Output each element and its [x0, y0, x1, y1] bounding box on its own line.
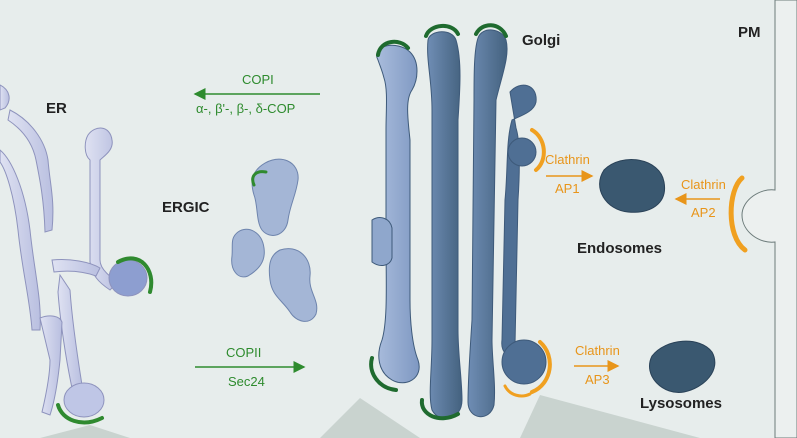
copii-sublabel: Sec24 — [228, 374, 265, 389]
golgi-label: Golgi — [522, 32, 561, 49]
clathrin-coat-golgi — [503, 384, 532, 398]
copi-coat-golgi — [424, 24, 460, 38]
ap2-label: AP2 — [691, 205, 716, 220]
copi-coat-golgi — [369, 356, 398, 392]
ap1-clathrin-label: Clathrin — [545, 152, 590, 167]
clathrin-coat-golgi — [530, 340, 552, 394]
ergic-label: ERGIC — [162, 199, 210, 216]
lysosomes-label: Lysosomes — [640, 395, 722, 412]
endosome — [599, 159, 666, 213]
pm-label: PM — [738, 24, 761, 41]
copii-coat — [116, 256, 154, 294]
copi-sublabel: α-, β'-, β-, δ-COP — [196, 101, 296, 116]
copi-coat-golgi — [419, 398, 460, 421]
ap3-clathrin-label: Clathrin — [575, 343, 620, 358]
clathrin-coat-pm — [728, 175, 748, 253]
endosomes-label: Endosomes — [577, 240, 663, 257]
ap2-clathrin-label: Clathrin — [681, 177, 726, 192]
copi-coat — [251, 170, 268, 187]
copii-coat — [56, 403, 104, 425]
plasma-membrane — [741, 0, 797, 438]
clathrin-coat-golgi — [530, 128, 546, 172]
floor-shade — [40, 425, 130, 438]
lysosome — [649, 340, 716, 393]
copi-label: COPI — [242, 72, 274, 87]
ergic-cluster — [231, 158, 318, 322]
copi-coat-golgi — [376, 39, 410, 57]
er-network — [0, 84, 148, 418]
golgi-stack — [371, 29, 547, 420]
ap3-label: AP3 — [585, 372, 610, 387]
copii-label: COPII — [226, 345, 262, 360]
er-label: ER — [46, 100, 67, 117]
ap1-label: AP1 — [555, 181, 580, 196]
floor-shade — [320, 398, 420, 438]
copi-coat-golgi — [474, 23, 508, 38]
floor-shade — [520, 395, 700, 438]
